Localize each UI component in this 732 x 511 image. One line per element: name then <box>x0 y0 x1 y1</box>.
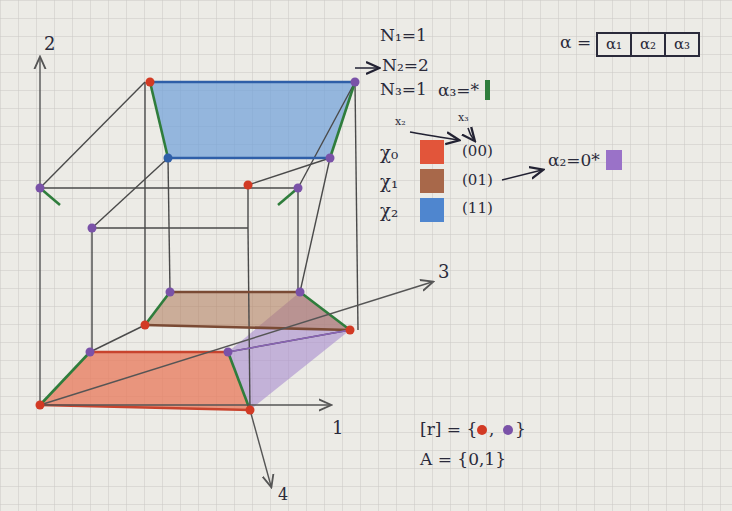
legend-entry: χ₁ <box>380 169 444 193</box>
annotation-text: , <box>489 420 494 439</box>
annotation-text: N₁=1 <box>380 26 427 45</box>
axis-label: 3 <box>438 262 449 282</box>
annotation-text: [r] = { <box>420 420 477 439</box>
cell-text: α₂ <box>640 35 656 53</box>
axis-label: 2 <box>44 34 55 54</box>
color-swatch <box>420 198 444 222</box>
legend-entry: α₃=* <box>438 80 490 100</box>
annotation-text: A = {0,1} <box>420 450 506 469</box>
color-swatch <box>420 169 444 193</box>
annotation-text: (00) <box>462 143 493 160</box>
annotation-text: N₂=2 <box>382 56 429 75</box>
annotation-text: α = <box>560 33 591 52</box>
legend-text: χ₀ <box>380 142 398 163</box>
cell-text: α₁ <box>606 35 622 53</box>
color-swatch <box>485 80 490 100</box>
legend-text: χ₂ <box>380 200 398 221</box>
annotation-text: (01) <box>462 172 493 189</box>
color-swatch <box>606 150 622 170</box>
annotation-text: } <box>515 420 526 439</box>
annotation-text: x₂ <box>395 116 406 128</box>
cell-text: α₃ <box>674 35 690 53</box>
alpha-cell: α₁ <box>596 32 632 57</box>
legend-text: χ₁ <box>380 171 398 192</box>
legend-entry: χ₂ <box>380 198 444 222</box>
alpha-cell: α₂ <box>630 32 666 57</box>
alpha-cell: α₃ <box>664 32 700 57</box>
annotation-text: x₃ <box>458 112 469 124</box>
annotation-text: N₃=1 <box>380 80 427 99</box>
legend-text: α₂=0* <box>548 150 600 170</box>
axis-label: 4 <box>278 486 288 504</box>
legend-entry: χ₀ <box>380 140 444 164</box>
axis-label: 1 <box>332 418 343 438</box>
color-swatch <box>420 140 444 164</box>
legend-text: α₃=* <box>438 80 479 100</box>
annotation-text: (11) <box>462 200 493 217</box>
legend-entry: α₂=0* <box>548 150 622 170</box>
